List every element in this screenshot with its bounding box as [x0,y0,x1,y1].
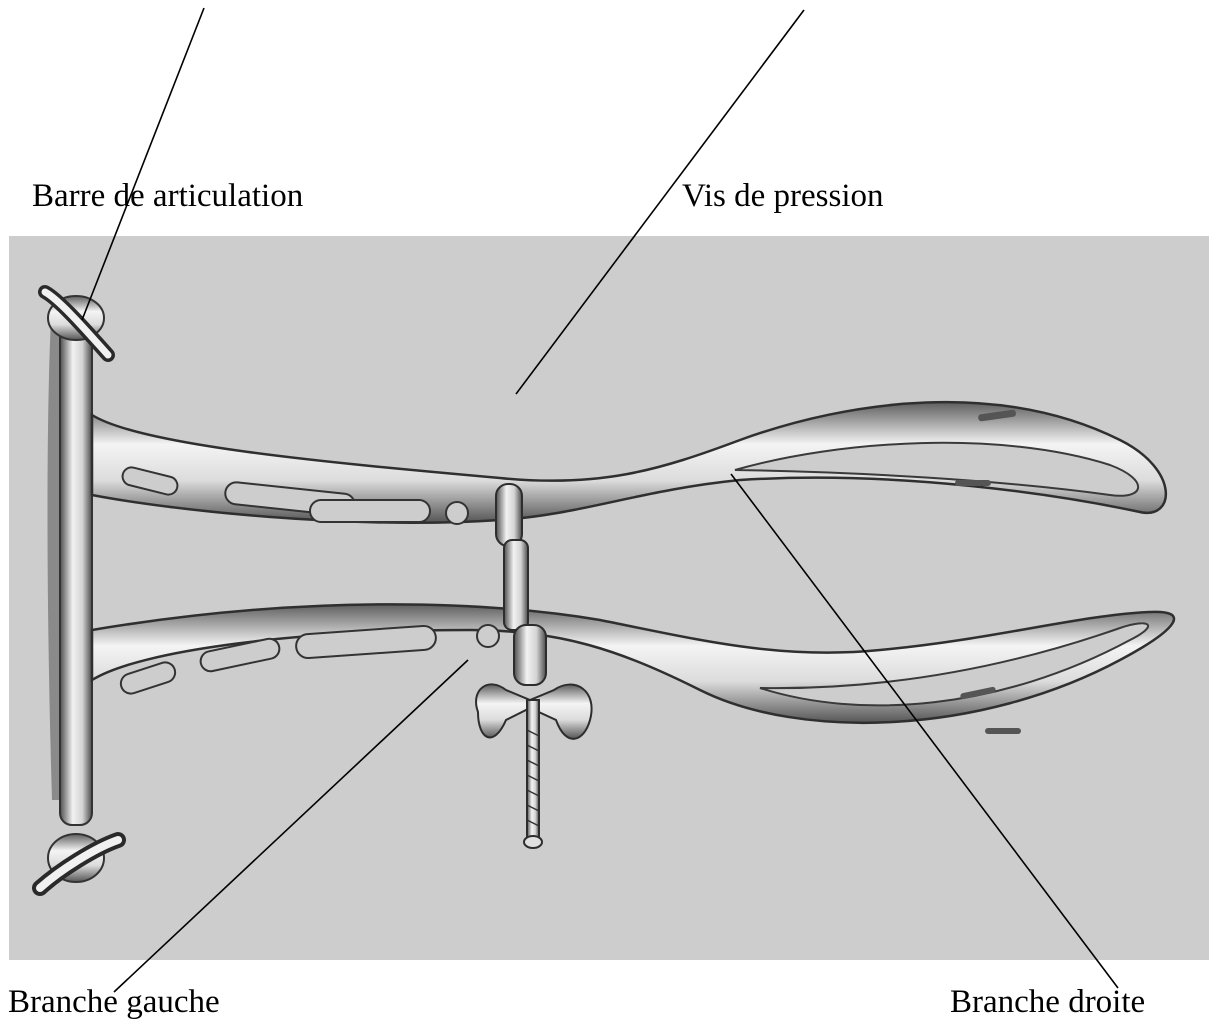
photo-background [9,236,1209,960]
label-barre-de-articulation: Barre de articulation [32,180,303,213]
label-branche-gauche: Branche gauche [8,986,220,1019]
label-branche-droite: Branche droite [950,986,1145,1019]
label-vis-de-pression: Vis de pression [682,180,884,213]
